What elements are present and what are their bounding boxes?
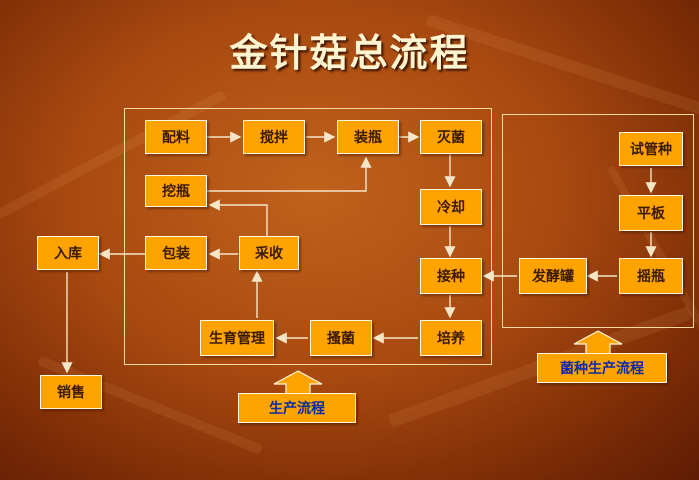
node-waping: 挖瓶 <box>145 175 207 207</box>
node-jiaoban: 搅拌 <box>243 120 305 154</box>
up-arrow-production <box>273 370 323 395</box>
node-miejun: 灭菌 <box>420 120 482 154</box>
node-jiezhong: 接种 <box>420 258 482 294</box>
node-saojun: 搔菌 <box>310 320 372 356</box>
node-caishou: 采收 <box>239 236 299 270</box>
arrow-caishou-waping <box>208 199 268 236</box>
node-shiguan: 试管种 <box>619 132 683 166</box>
node-lengque: 冷却 <box>420 189 482 225</box>
node-peiliao: 配料 <box>145 120 207 154</box>
arrow-waping-zhuangping <box>207 156 372 192</box>
node-peiyang: 培养 <box>420 320 482 356</box>
node-shengyu: 生育管理 <box>200 320 274 356</box>
node-baozhuang: 包装 <box>145 236 207 270</box>
node-yaoping: 摇瓶 <box>619 258 683 294</box>
strain-frame <box>502 114 694 328</box>
node-fajiao: 发酵罐 <box>519 258 587 294</box>
node-zhuangping: 装瓶 <box>337 120 399 154</box>
production-frame <box>124 108 492 365</box>
label-strain: 菌种生产流程 <box>537 353 667 383</box>
node-ruku: 入库 <box>37 236 99 270</box>
node-pingban: 平板 <box>619 195 683 231</box>
label-production: 生产流程 <box>238 393 356 423</box>
node-xiaoshou: 销售 <box>40 375 102 409</box>
up-arrow-strain <box>573 330 623 355</box>
page-title: 金针菇总流程 <box>229 30 470 75</box>
